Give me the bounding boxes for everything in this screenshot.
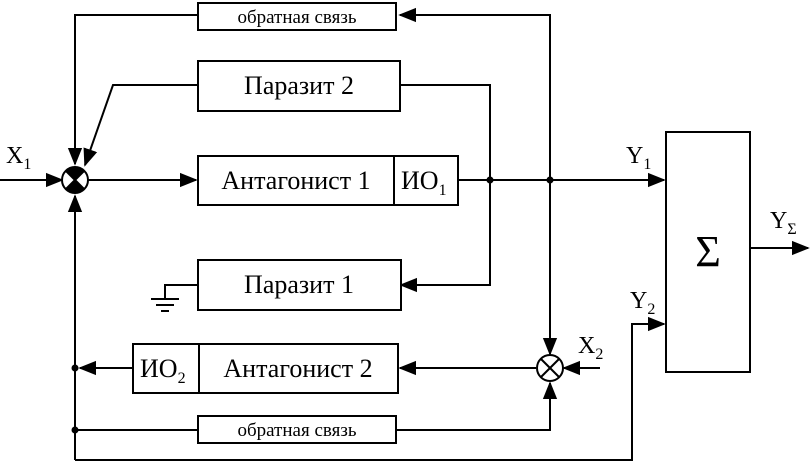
y2-to-sum-line: [75, 316, 666, 461]
sum-block: Σ: [665, 131, 751, 373]
feedback-bottom-right-line: [396, 381, 558, 431]
antagonist-2-block: Антагонист 2: [198, 343, 399, 394]
io-2-block: ИО2: [132, 343, 200, 394]
x1-label: X1: [6, 143, 31, 173]
junction-dot-left-feedback: [71, 426, 79, 434]
feedback-top-block: обратная связь: [197, 2, 397, 31]
junction-dot-left-io2: [71, 364, 79, 372]
parasite2-to-sum1-line: [83, 84, 198, 167]
parasite-1-label: Паразит 1: [244, 270, 354, 299]
parasite-2-label: Паразит 2: [244, 71, 354, 100]
antagonist-2-label: Антагонист 2: [223, 354, 372, 383]
io1-to-parasite2-line: [400, 84, 491, 180]
parasite-2-block: Паразит 2: [197, 60, 401, 112]
io-2-label: ИО2: [140, 354, 186, 387]
connections: [0, 7, 810, 461]
junction-dot-io1-split: [486, 176, 494, 184]
feedback-bottom-label: обратная связь: [237, 420, 356, 441]
y2-label: Y2: [630, 288, 655, 318]
feedback-top-right-line: [398, 7, 551, 180]
antagonist-1-label: Антагонист 1: [221, 166, 370, 195]
io-1-block: ИО1: [393, 155, 459, 206]
sum-symbol: Σ: [695, 227, 721, 276]
x2-label: X2: [578, 333, 603, 363]
junction-dots: [71, 176, 554, 434]
io-1-label: ИО1: [401, 166, 447, 199]
feedback-top-label: обратная связь: [237, 7, 356, 28]
parasite1-to-ground-line: [164, 284, 198, 298]
y1-label: Y1: [626, 143, 651, 173]
feedback-top-left-line: [67, 14, 198, 166]
feedback-bottom-block: обратная связь: [197, 415, 397, 444]
antagonist-1-block: Антагонист 1: [197, 155, 395, 206]
ysum-label: YΣ: [770, 208, 797, 238]
summing-junction-2: [536, 354, 564, 382]
summing-junction-1: [61, 166, 89, 194]
junction-dot-y1-split: [546, 176, 554, 184]
parasite-1-block: Паразит 1: [197, 259, 402, 311]
io1-to-parasite1-line: [399, 180, 491, 293]
